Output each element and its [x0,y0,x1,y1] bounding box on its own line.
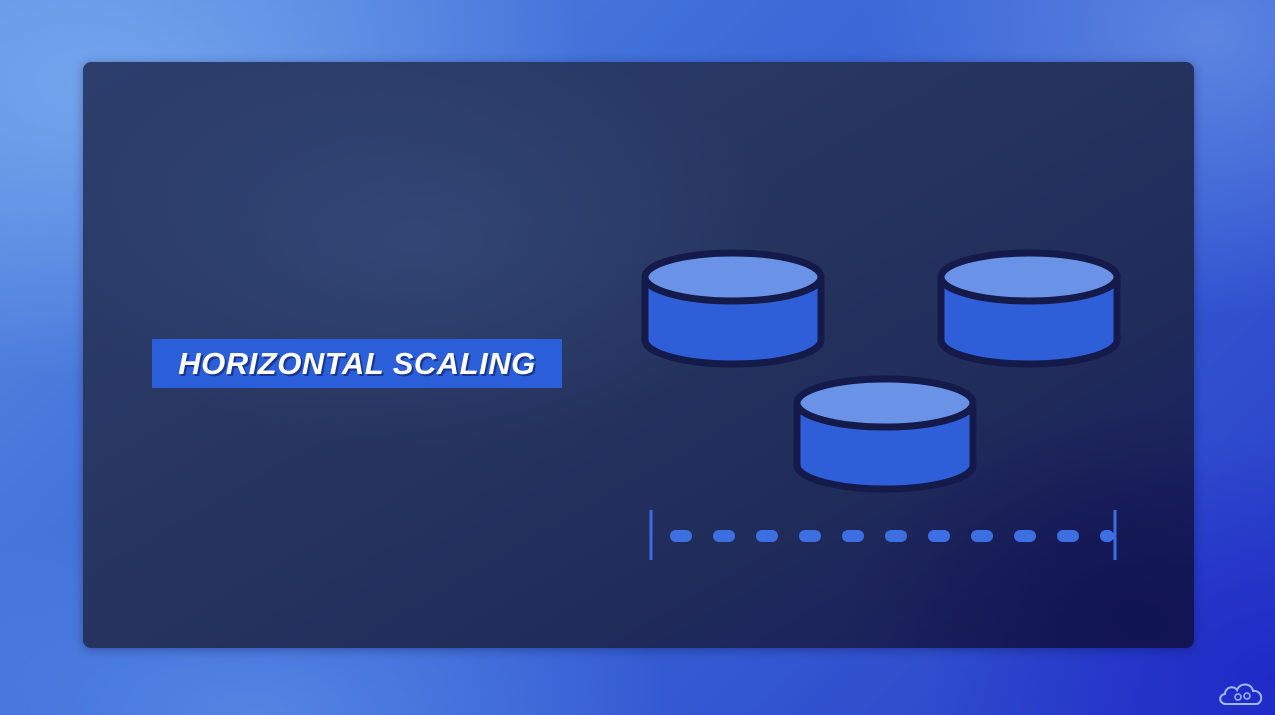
scale-dash [756,530,778,542]
scale-dash [971,530,993,542]
scale-dash [885,530,907,542]
scale-dash [1100,530,1114,542]
database-server-2 [937,249,1121,368]
database-server-3 [793,375,977,493]
title-banner: HORIZONTAL SCALING [152,339,562,388]
scale-indicator [649,510,1117,560]
scale-dash [842,530,864,542]
scale-dash [713,530,735,542]
database-server-1 [641,249,825,368]
cloud-logo-icon [1219,683,1263,705]
slide-title: HORIZONTAL SCALING [178,345,536,381]
scale-dash [1014,530,1036,542]
scale-dash [928,530,950,542]
scale-dash [670,530,692,542]
scale-dash [1057,530,1079,542]
scale-dash [799,530,821,542]
